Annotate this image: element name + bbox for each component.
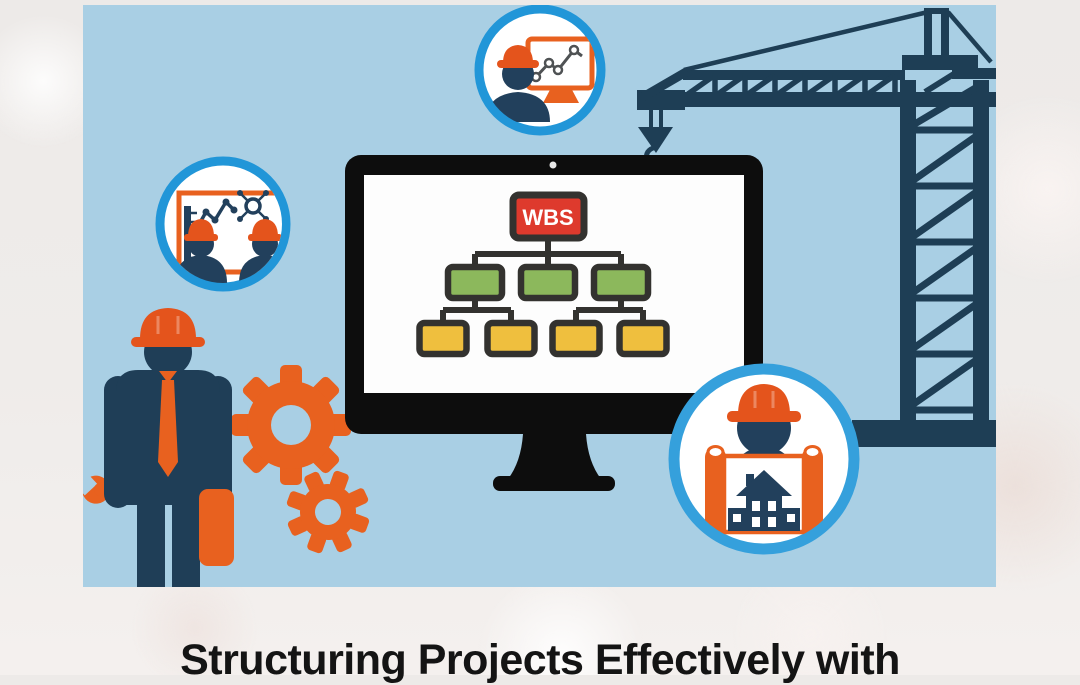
wbs-leaf-node — [484, 319, 538, 358]
tie-icon — [158, 371, 178, 477]
badge-worker-trend-chart-icon — [474, 5, 606, 136]
wbs-leaf-nodes — [416, 319, 670, 358]
wbs-root-node — [509, 191, 588, 242]
wbs-tree-connectors — [440, 238, 646, 324]
crane-hook-icon — [638, 105, 673, 162]
monitor-icon: WBS — [345, 155, 763, 491]
wbs-leaf-node — [616, 319, 670, 358]
gear-icon-large — [231, 365, 351, 485]
monitor-stand-base — [493, 476, 615, 491]
blueprint-house-icon — [705, 445, 823, 535]
wbs-root-label: WBS — [522, 205, 573, 230]
construction-crane-icon — [637, 8, 996, 447]
engineer-worker-icon — [83, 308, 234, 587]
hard-hat-icon — [131, 308, 205, 347]
wbs-tree-diagram: WBS — [416, 191, 670, 358]
briefcase-icon — [199, 489, 234, 566]
wbs-leaf-node — [549, 319, 603, 358]
wbs-leaf-node — [416, 319, 470, 358]
molecule-icon — [237, 190, 269, 222]
badge-blueprint-worker-icon — [668, 363, 860, 555]
wbs-branch-node — [444, 263, 506, 302]
monitor-stand — [508, 434, 601, 479]
gear-icon-small — [286, 470, 370, 554]
badge-team-analytics-icon — [155, 156, 291, 292]
trend-line-chart-icon — [530, 44, 583, 83]
wbs-branch-node — [517, 263, 579, 302]
wbs-branch-node — [590, 263, 652, 302]
wbs-branch-nodes — [444, 263, 652, 302]
banner-title: Structuring Projects Effectively with — [180, 636, 900, 684]
webcam-dot-icon — [549, 161, 557, 169]
crane-base — [852, 420, 996, 447]
